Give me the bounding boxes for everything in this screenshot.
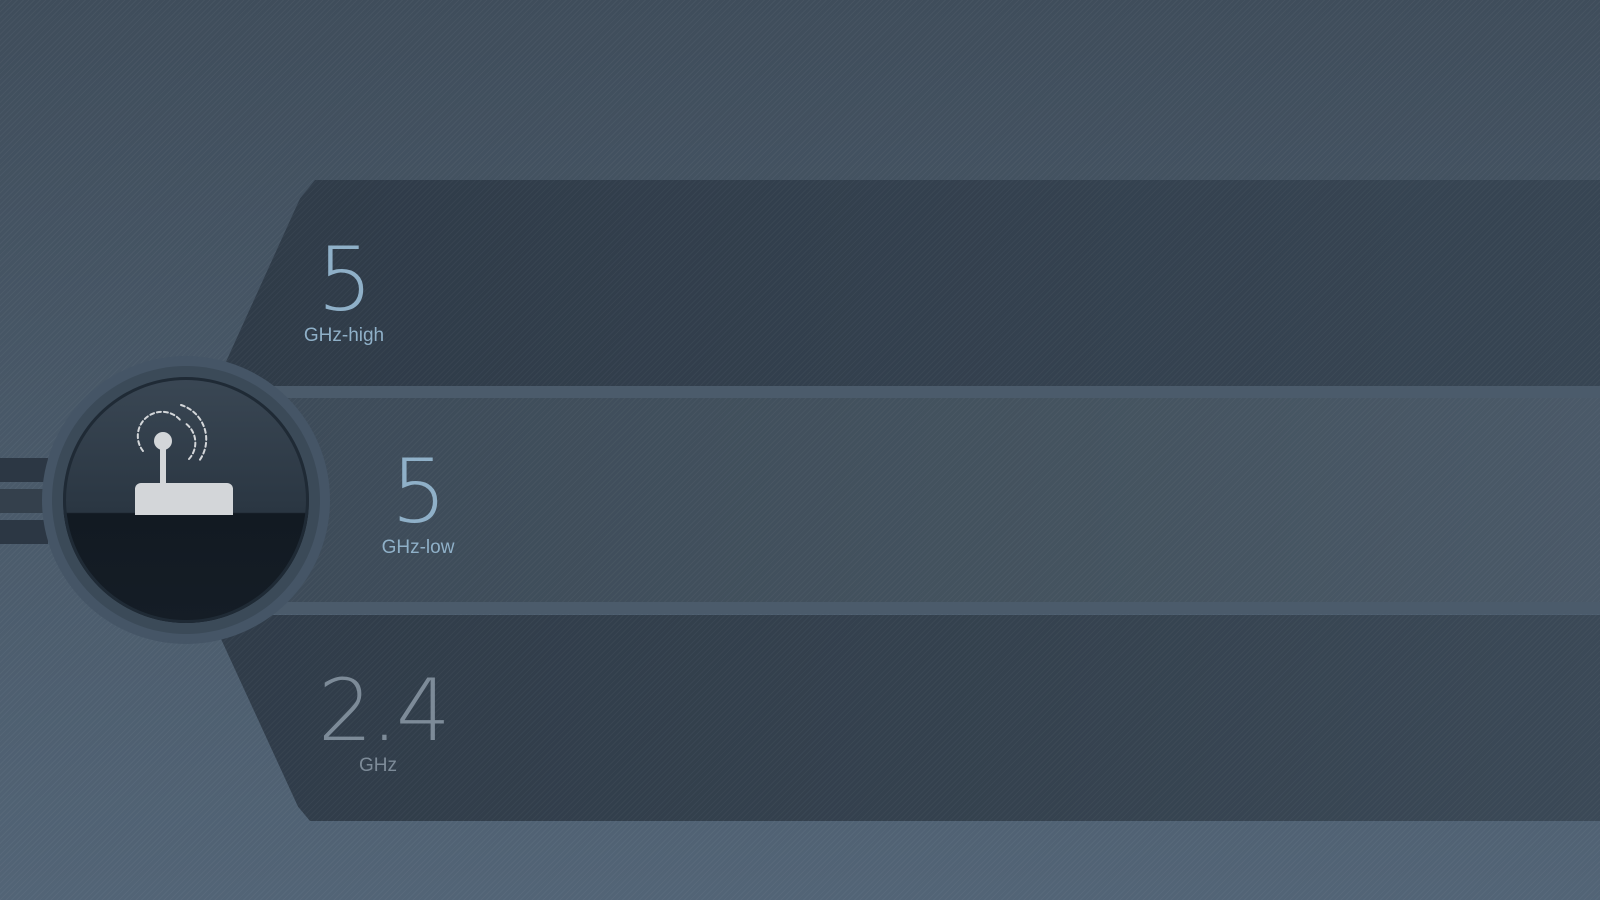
router-badge bbox=[52, 366, 320, 634]
band-unit: GHz bbox=[359, 755, 397, 776]
band-number: 2.4 bbox=[318, 661, 451, 761]
band-unit: GHz-low bbox=[381, 537, 455, 558]
router-badge-inner bbox=[63, 377, 309, 623]
band-5ghz-low[interactable] bbox=[285, 398, 1600, 602]
cable-strip bbox=[0, 489, 48, 513]
band-5ghz-high[interactable] bbox=[215, 180, 1600, 386]
band-divider bbox=[270, 386, 1600, 398]
band-divider bbox=[270, 602, 1600, 614]
cable-strip bbox=[0, 458, 48, 482]
band-5ghz-high-label: 5 GHz-high bbox=[296, 228, 392, 346]
band-2-4ghz-label: 2.4 GHz bbox=[318, 661, 451, 776]
router-cable bbox=[0, 458, 48, 544]
wifi-signal-icon bbox=[136, 404, 208, 462]
band-number: 5 bbox=[317, 228, 373, 331]
band-number: 5 bbox=[391, 440, 447, 543]
cable-strip bbox=[0, 520, 48, 544]
band-unit: GHz-high bbox=[303, 325, 385, 346]
router-icon bbox=[135, 404, 233, 515]
band-5ghz-low-label: 5 GHz-low bbox=[370, 440, 466, 558]
band-2-4ghz[interactable] bbox=[210, 615, 1600, 821]
